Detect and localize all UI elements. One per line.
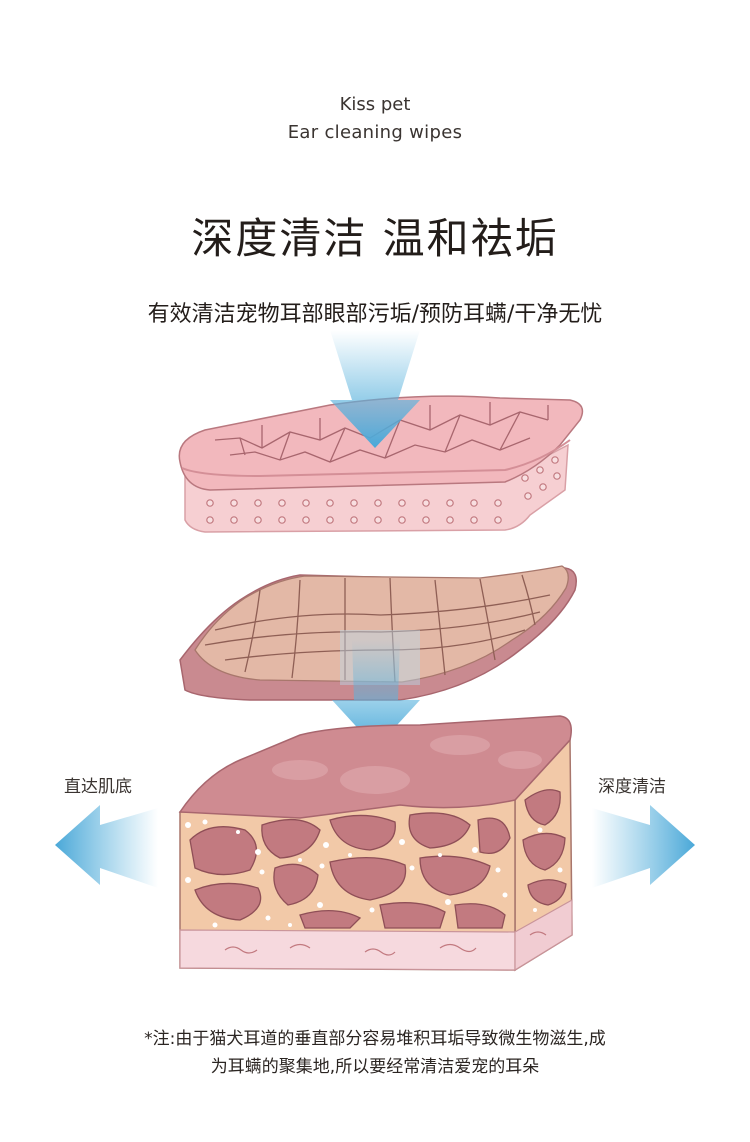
arrow-right-icon <box>592 805 695 888</box>
dermis-layer-block <box>178 715 573 972</box>
left-label: 直达肌底 <box>64 777 132 797</box>
skin-surface-layer <box>178 395 584 533</box>
footnote-line-2: 为耳螨的聚集地,所以要经常清洁爱宠的耳朵 <box>210 1057 540 1077</box>
subheadline: 有效清洁宠物耳部眼部污垢/预防耳螨/干净无忧 <box>147 302 603 327</box>
right-label: 深度清洁 <box>598 777 666 797</box>
arrow-down-icon <box>330 330 420 448</box>
product-name: Ear cleaning wipes <box>287 122 463 143</box>
arrow-down-icon <box>332 640 420 748</box>
headline: 深度清洁 温和祛垢 <box>191 214 559 263</box>
arrow-left-icon <box>55 805 158 888</box>
footnote-line-1: *注:由于猫犬耳道的垂直部分容易堆积耳垢导致微生物滋生,成 <box>144 1029 606 1049</box>
brand-name: Kiss pet <box>339 94 411 115</box>
